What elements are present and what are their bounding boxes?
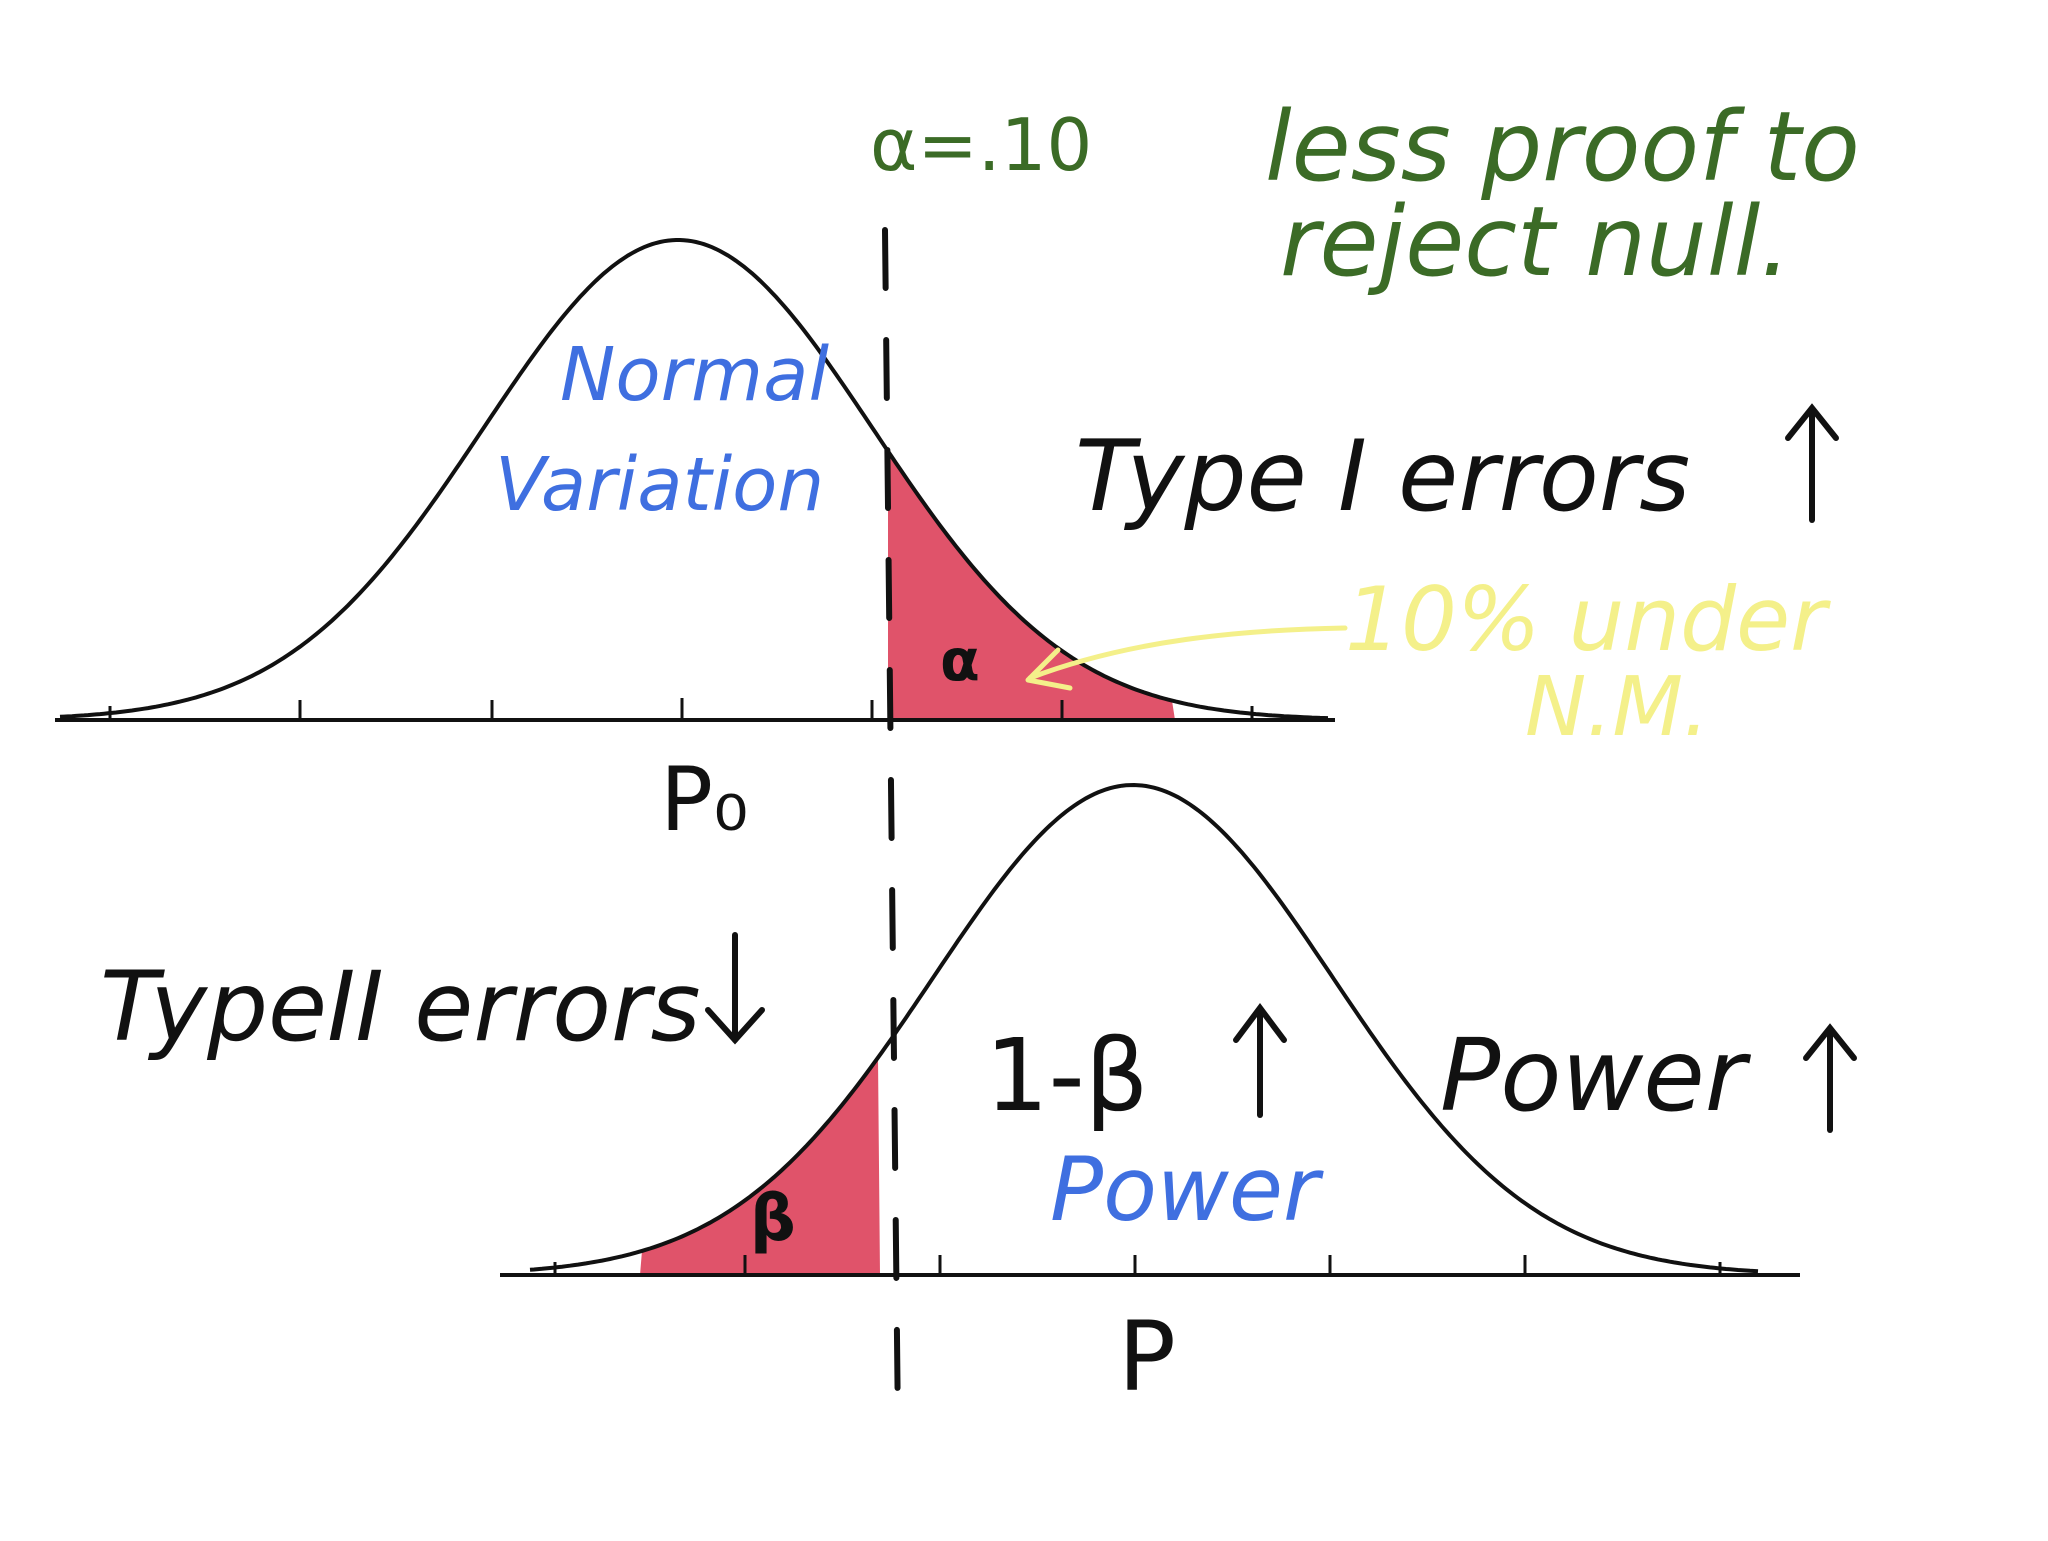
alpha-pointer-arrow: [1027, 625, 1348, 681]
null-mean-label: P₀: [660, 748, 748, 851]
alpha-region-label: α: [940, 626, 980, 694]
type1-up-arrow-icon: [1785, 403, 1839, 523]
alpha-value-label: α=.10: [870, 103, 1092, 187]
power-center-label: Power: [1050, 1138, 1324, 1241]
note-line-2: reject null.: [1280, 186, 1791, 298]
power-right-up-arrow-icon: [1803, 1023, 1857, 1133]
null-curve-label-line-2: Variation: [495, 442, 824, 528]
alternative-distribution-curve: [529, 782, 1759, 1274]
power-right-label: Power: [1440, 1017, 1752, 1134]
null-distribution-curve: [59, 238, 1329, 721]
null-curve-label-line-1: Normal: [560, 332, 829, 418]
alt-mean-label: P: [1118, 1301, 1176, 1413]
beta-region-label: β: [750, 1182, 796, 1256]
type2-down-arrow-icon: [705, 932, 765, 1045]
one-minus-beta-label: 1-β: [985, 1017, 1149, 1134]
under-nm-line-1: 10% under: [1345, 568, 1831, 671]
alpha-pointer-head: [1025, 647, 1073, 691]
critical-value-line: [882, 227, 901, 1433]
power-up-arrow-icon: [1233, 1003, 1287, 1118]
under-nm-line-2: N.M.: [1525, 660, 1709, 755]
type1-errors-label: Type I errors: [1075, 420, 1690, 534]
type2-errors-label: TypeII errors: [100, 951, 700, 1063]
beta-region: [640, 1057, 880, 1275]
alpha-region: [888, 451, 1175, 720]
note-line-1: less proof to: [1265, 91, 1860, 203]
